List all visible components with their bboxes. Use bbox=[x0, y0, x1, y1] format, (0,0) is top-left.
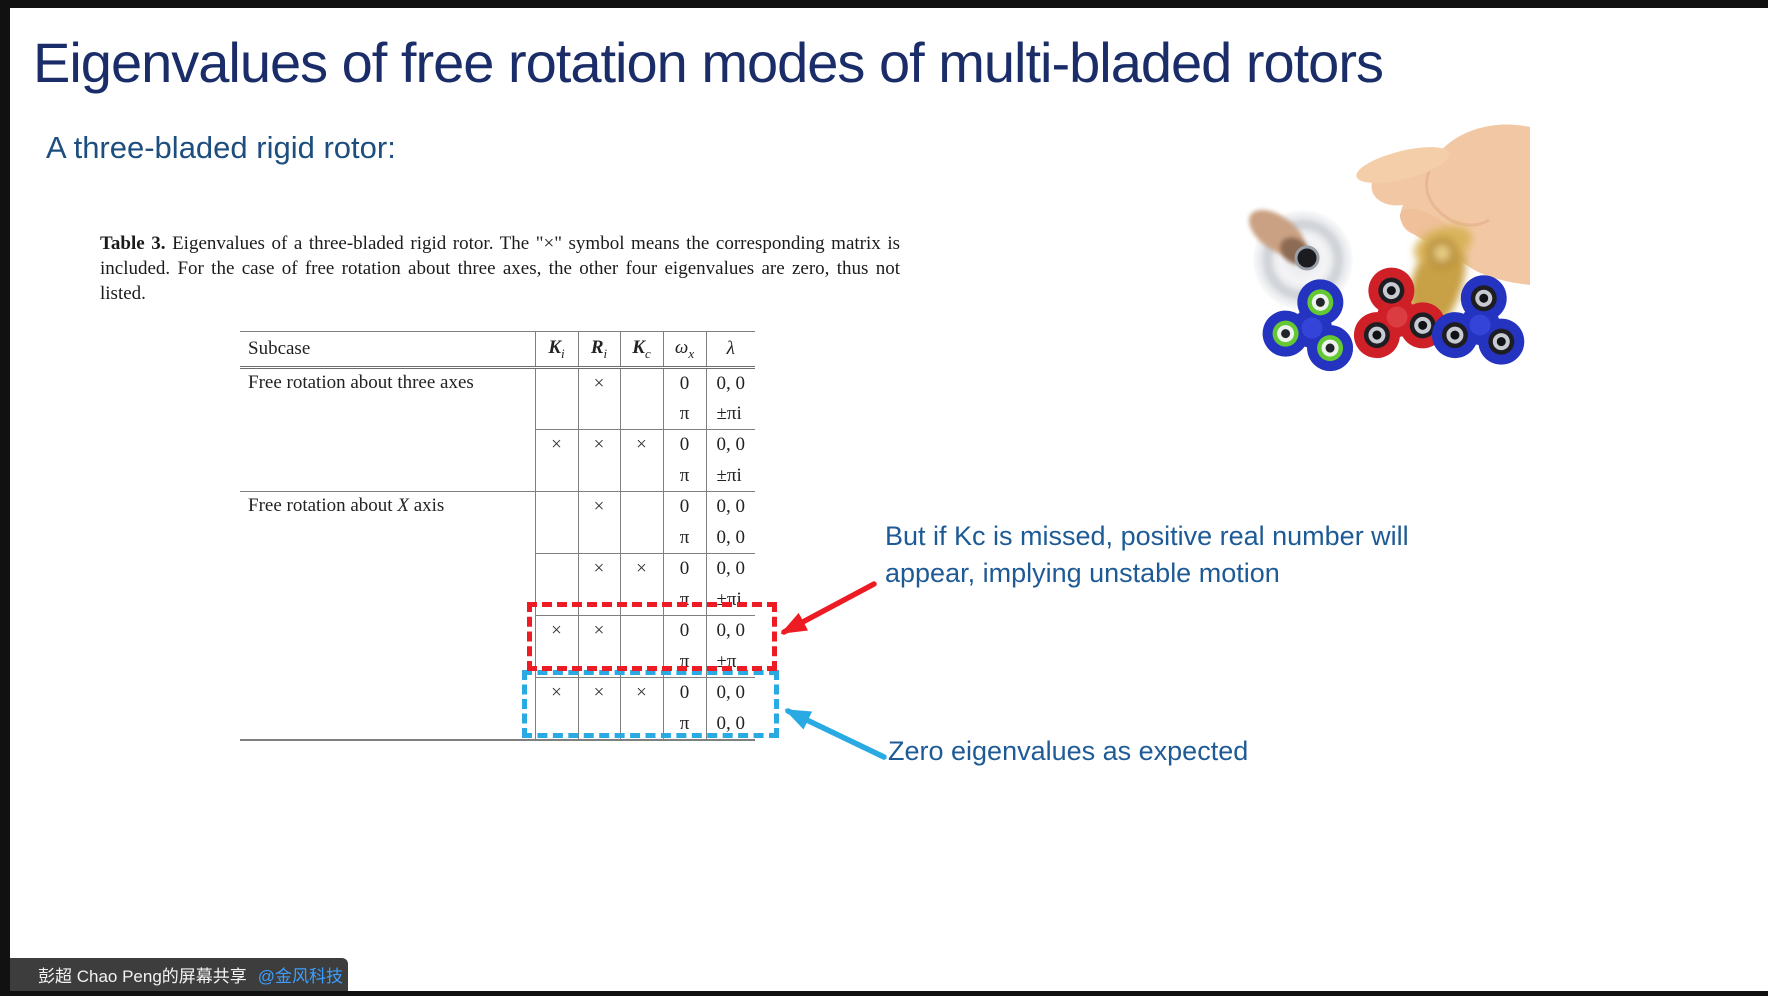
lambda-cell: ±πi bbox=[705, 460, 755, 492]
lambda-cell: 0, 0 bbox=[705, 553, 755, 585]
subcase-cell bbox=[240, 430, 535, 492]
slide-subtitle: A three-bladed rigid rotor: bbox=[46, 130, 396, 165]
subcase-cell bbox=[240, 616, 535, 678]
share-text: 彭超 Chao Peng的屏幕共享 bbox=[38, 967, 247, 986]
matrix-included-cell bbox=[534, 491, 578, 554]
table-row: π±πi bbox=[240, 584, 755, 616]
lambda-cell: ±πi bbox=[705, 398, 755, 430]
omega-cell: π bbox=[662, 584, 706, 616]
column-header: Subcase bbox=[240, 331, 535, 369]
red-dashed-highlight-box bbox=[527, 602, 777, 671]
table-caption-body: Eigenvalues of a three-bladed rigid roto… bbox=[100, 233, 900, 304]
subcase-cell bbox=[240, 554, 535, 616]
subcase-cell: Free rotation about X axis bbox=[240, 491, 535, 554]
lambda-cell: 0, 0 bbox=[705, 491, 755, 523]
lambda-cell: 0, 0 bbox=[705, 522, 755, 554]
slide-title: Eigenvalues of free rotation modes of mu… bbox=[33, 31, 1384, 94]
omega-cell: 0 bbox=[662, 367, 706, 399]
lambda-cell: 0, 0 bbox=[705, 367, 755, 399]
omega-cell: 0 bbox=[662, 615, 706, 647]
screen-share-status-bar[interactable]: 彭超 Chao Peng的屏幕共享 @金风科技 bbox=[10, 958, 348, 991]
subcase-cell: Free rotation about three axes bbox=[240, 367, 535, 430]
matrix-included-cell: × bbox=[534, 677, 578, 740]
omega-cell: 0 bbox=[662, 553, 706, 585]
fidget-spinner-photos bbox=[1249, 124, 1530, 372]
lambda-cell: 0, 0 bbox=[705, 677, 755, 709]
blue-arrow bbox=[784, 708, 887, 760]
matrix-included-cell: × bbox=[577, 367, 620, 430]
window-border-bottom bbox=[0, 991, 1768, 996]
window-border-left bbox=[0, 0, 10, 996]
red-arrow bbox=[780, 581, 877, 635]
zero-eigenvalues-note: Zero eigenvalues as expected bbox=[888, 736, 1249, 766]
unstable-motion-note: But if Kc is missed, positive real numbe… bbox=[885, 521, 1409, 588]
lambda-cell: 0, 0 bbox=[705, 615, 755, 647]
subcase-cell bbox=[240, 678, 535, 740]
omega-cell: 0 bbox=[662, 491, 706, 523]
omega-cell: 0 bbox=[662, 429, 706, 461]
table-caption: Table 3. Eigenvalues of a three-bladed r… bbox=[100, 231, 900, 306]
matrix-included-cell: × bbox=[534, 429, 578, 492]
matrix-included-cell bbox=[619, 491, 663, 554]
omega-cell: π bbox=[662, 460, 706, 492]
matrix-included-cell bbox=[619, 367, 663, 430]
matrix-included-cell: × bbox=[619, 429, 663, 492]
table-row: π±πi bbox=[240, 398, 755, 430]
matrix-included-cell bbox=[534, 367, 578, 430]
column-header: Kc bbox=[619, 331, 663, 369]
column-header: Ri bbox=[577, 331, 620, 369]
table-row: π±πi bbox=[240, 460, 755, 492]
matrix-included-cell: × bbox=[619, 677, 663, 740]
window-border-top bbox=[0, 0, 1768, 8]
matrix-included-cell: × bbox=[577, 429, 620, 492]
omega-cell: π bbox=[662, 522, 706, 554]
matrix-included-cell: × bbox=[577, 491, 620, 554]
omega-cell: π bbox=[662, 398, 706, 430]
lambda-cell: 0, 0 bbox=[705, 429, 755, 461]
omega-cell: 0 bbox=[662, 677, 706, 709]
column-header: λ bbox=[705, 331, 755, 369]
matrix-included-cell: × bbox=[577, 677, 620, 740]
column-header: Ki bbox=[534, 331, 578, 369]
spinner-blue-green bbox=[1262, 279, 1354, 372]
table-caption-label: Table 3. bbox=[100, 233, 166, 254]
spinner-blue bbox=[1431, 275, 1525, 365]
blue-dashed-highlight-box bbox=[522, 670, 779, 738]
share-handle-link[interactable]: @金风科技 bbox=[257, 967, 344, 986]
column-header: ωx bbox=[662, 331, 706, 369]
